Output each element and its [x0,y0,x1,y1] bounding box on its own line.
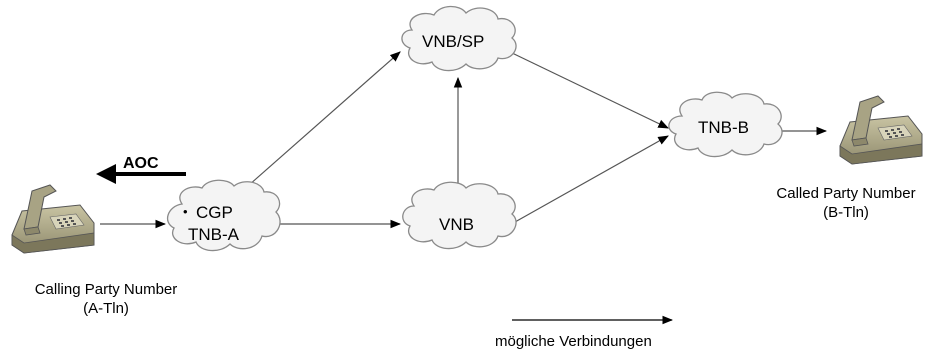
tnb-a-line1: CGP [196,203,233,222]
cloud-tnb-b: TNB-B [668,91,783,158]
called-party-line2: (B-Tln) [823,204,869,221]
edge-tnb-a-to-vnb-sp [231,51,401,201]
tnb-b-label: TNB-B [698,118,749,137]
called-telephone-icon [839,95,923,165]
tnb-a-line2: TNB-A [188,225,240,244]
called-party-line1: Called Party Number [776,185,915,202]
vnb-label: VNB [439,215,474,234]
vnb-sp-label: VNB/SP [422,32,484,51]
cloud-vnb: VNB [402,181,517,250]
calling-telephone-icon [11,184,95,254]
calling-party-line1: Calling Party Number [35,281,178,298]
edge-vnb-sp-to-tnb-b [509,51,669,129]
legend-label: mögliche Verbindungen [495,333,652,350]
cloud-vnb-sp: VNB/SP [401,5,517,72]
cloud-tnb-a: • CGP TNB-A [166,179,281,252]
edge-vnb-to-tnb-b [514,135,669,223]
calling-party-line2: (A-Tln) [83,300,129,317]
aoc-label: AOC [123,155,159,172]
tnb-a-bullet: • [183,204,188,219]
